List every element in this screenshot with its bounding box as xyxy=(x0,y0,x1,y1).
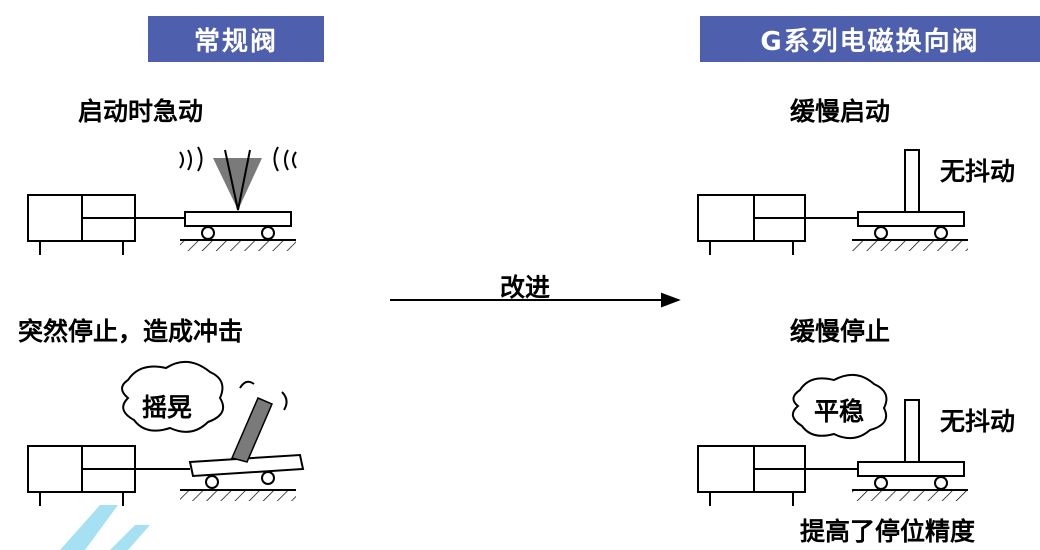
improvement-arrow xyxy=(390,292,681,308)
bottom-caption: 提高了停位精度 xyxy=(800,517,976,546)
arrow-label: 改进 xyxy=(500,273,551,302)
no-shake-label-bottom: 无抖动 xyxy=(940,407,1016,436)
shaking-rod-icon xyxy=(179,146,297,211)
tilted-rod-icon xyxy=(230,380,288,463)
right-bottom-mechanism xyxy=(697,399,968,506)
accent-stripe xyxy=(60,505,150,550)
bubble-text-stable: 平稳 xyxy=(814,397,864,426)
bubble-text-wobble: 摇晃 xyxy=(142,393,192,422)
right-top-mechanism xyxy=(697,149,968,255)
no-shake-label-top: 无抖动 xyxy=(940,157,1016,186)
left-top-mechanism xyxy=(27,194,296,255)
left-start-caption: 启动时急动 xyxy=(78,97,204,126)
left-stop-caption: 突然停止，造成冲击 xyxy=(18,317,244,346)
right-header: G系列电磁换向阀 xyxy=(700,16,1040,62)
stable-bubble xyxy=(791,373,888,440)
left-header: 常规阀 xyxy=(148,16,324,62)
wobble-bubble xyxy=(121,361,224,433)
left-bottom-mechanism xyxy=(27,445,305,506)
right-start-caption: 缓慢启动 xyxy=(790,97,891,126)
right-stop-caption: 缓慢停止 xyxy=(790,317,891,346)
